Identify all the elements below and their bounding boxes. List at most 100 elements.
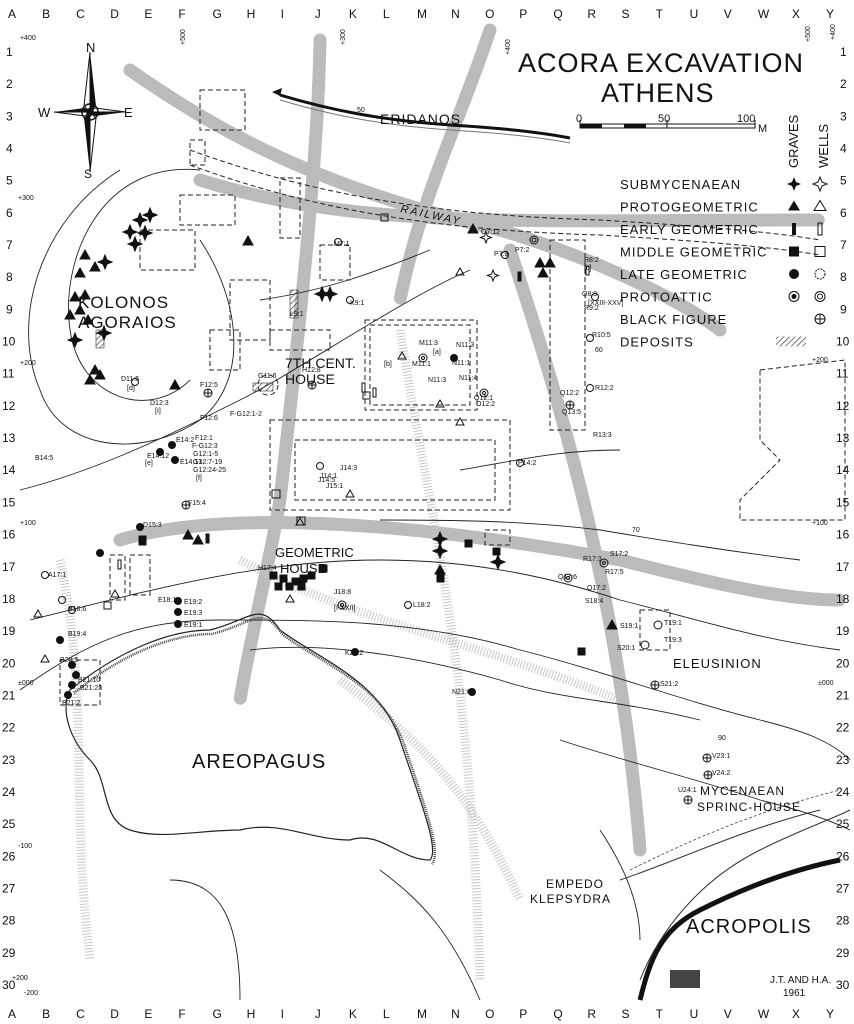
row-label-left: 3 — [6, 109, 13, 123]
legend-graves-header: GRAVES — [786, 114, 801, 168]
deposit-sublabels: [a][b][c][d][e][f][I][XXIII-XXV][I-XXII] — [127, 265, 623, 612]
spring-house-label-1: MYCENAEAN — [700, 784, 785, 798]
circle-dot-icon — [788, 291, 800, 302]
column-label-bottom: Y — [826, 1007, 834, 1021]
row-label-left: 1 — [6, 45, 13, 59]
deposit-sublabel: [a] — [433, 349, 441, 356]
submycenaean-grave-marks — [66, 206, 507, 571]
elevation-label: +400 — [830, 24, 837, 40]
row-label-left: 16 — [2, 528, 16, 542]
legend: GRAVES WELLS SUBMYCENAEANPROTOGEOMETRICE… — [620, 114, 831, 349]
credit-label-1: J.T. AND H.A. — [770, 975, 831, 986]
deposit-id-label: F12:6 — [200, 415, 218, 422]
eridanos-label: ERIDANOS — [380, 111, 461, 127]
row-label-left: 4 — [6, 142, 13, 156]
deposit-id-label: S19:1 — [620, 623, 638, 630]
row-label-right: 16 — [836, 528, 850, 542]
column-label-top: O — [485, 7, 494, 21]
column-label-bottom: S — [622, 1007, 630, 1021]
deposit-id-label: F-G12:3 — [192, 443, 218, 450]
column-label-top: I — [281, 7, 284, 21]
column-label-top: D — [110, 7, 119, 21]
deposit-sublabel: [d] — [127, 385, 135, 392]
elevation-label: 60 — [595, 347, 603, 354]
elevation-label: +400 — [20, 35, 36, 42]
deposit-id-label: Q17:2 — [587, 585, 606, 592]
deposit-sublabel: [b] — [384, 361, 392, 368]
deposit-id-label: R8:2 — [584, 257, 599, 264]
early-geometric-grave-marks — [138, 271, 522, 546]
column-label-bottom: K — [349, 1007, 357, 1021]
deposit-id-label: F-G12:1-2 — [230, 411, 262, 418]
row-label-right: 10 — [836, 335, 850, 349]
legend-label: SUBMYCENAEAN — [620, 177, 741, 192]
row-label-left: 24 — [2, 785, 16, 799]
kolonos-label-1: KOLONOS — [78, 293, 169, 312]
deposit-id-label: O12:2 — [476, 401, 495, 408]
elevation-labels: +400+500+300+200+100±000-100+200-200+300… — [12, 24, 837, 997]
deposit-id-label: B18:6 — [68, 606, 86, 613]
elevation-label: +200 — [20, 360, 36, 367]
row-label-right: 20 — [836, 656, 850, 670]
column-label-top: A — [8, 7, 16, 21]
areopagus-hill — [65, 613, 437, 865]
row-label-right: 6 — [840, 206, 847, 220]
row-label-left: 12 — [2, 399, 16, 413]
klepsydra-label-1: EMPEDO — [546, 877, 604, 891]
column-label-top: R — [587, 7, 596, 21]
row-label-left: 8 — [6, 270, 13, 284]
column-label-top: X — [792, 7, 800, 21]
acropolis-label: ACROPOLIS — [686, 916, 812, 938]
row-label-right: 1 — [840, 45, 847, 59]
geometric-house-label-1: GEOMETRIC — [275, 545, 354, 560]
deposit-id-label: B21:10 — [78, 677, 100, 684]
row-labels-right: 1234567891011121314151617181920212223242… — [836, 45, 850, 992]
row-label-right: 21 — [836, 688, 850, 702]
column-label-bottom: N — [451, 1007, 460, 1021]
deposit-id-label: G11:6 — [258, 373, 277, 380]
column-label-top: C — [76, 7, 85, 21]
legend-label: MIDDLE GEOMETRIC — [620, 245, 767, 260]
deposit-id-label: F12:1 — [195, 435, 213, 442]
row-label-left: 11 — [2, 367, 15, 381]
column-label-bottom: E — [144, 1007, 152, 1021]
deposit-id-label: K20:2 — [345, 650, 363, 657]
deposit-id-label: N11:4 — [459, 375, 477, 382]
row-label-right: 14 — [836, 463, 850, 477]
column-label-top: Q — [553, 7, 562, 21]
deposit-id-label: H17:4 — [258, 565, 277, 572]
row-label-right: 2 — [840, 77, 847, 91]
row-label-right: 17 — [836, 560, 850, 574]
compass-east: E — [124, 105, 133, 120]
circle-outline-icon — [814, 268, 826, 280]
compass-south: S — [84, 167, 92, 181]
circle-filled-icon — [789, 269, 799, 279]
column-label-top: Y — [826, 7, 834, 21]
column-label-top: B — [42, 7, 50, 21]
elevation-label: 70 — [632, 527, 640, 534]
column-label-bottom: H — [247, 1007, 256, 1021]
elevation-label: +500 — [180, 29, 187, 45]
deposit-id-label: E19:3 — [184, 610, 202, 617]
deposit-id-label: R17:5 — [605, 569, 624, 576]
deposit-id-label: U24:1 — [678, 787, 697, 794]
column-label-bottom: G — [213, 1007, 222, 1021]
row-label-right: 3 — [840, 109, 847, 123]
legend-label: DEPOSITS — [620, 335, 694, 350]
bar-filled-icon — [792, 223, 796, 235]
column-label-bottom: X — [792, 1007, 800, 1021]
deposit-id-label: J14:3 — [340, 465, 357, 472]
row-label-right: 29 — [836, 946, 850, 960]
column-label-top: L — [383, 7, 390, 21]
column-label-top: T — [656, 7, 664, 21]
deposit-id-label: V23:1 — [712, 753, 730, 760]
column-label-bottom: I — [281, 1007, 284, 1021]
deposit-id-label: S21:2 — [660, 681, 678, 688]
elevation-label: +300 — [340, 29, 347, 45]
scale-end: 100 — [737, 113, 755, 125]
deposit-id-label: R13:3 — [593, 432, 612, 439]
column-label-top: F — [178, 7, 185, 21]
row-label-right: 22 — [836, 721, 850, 735]
elevation-label: 90 — [718, 735, 726, 742]
column-label-top: M — [417, 7, 427, 21]
